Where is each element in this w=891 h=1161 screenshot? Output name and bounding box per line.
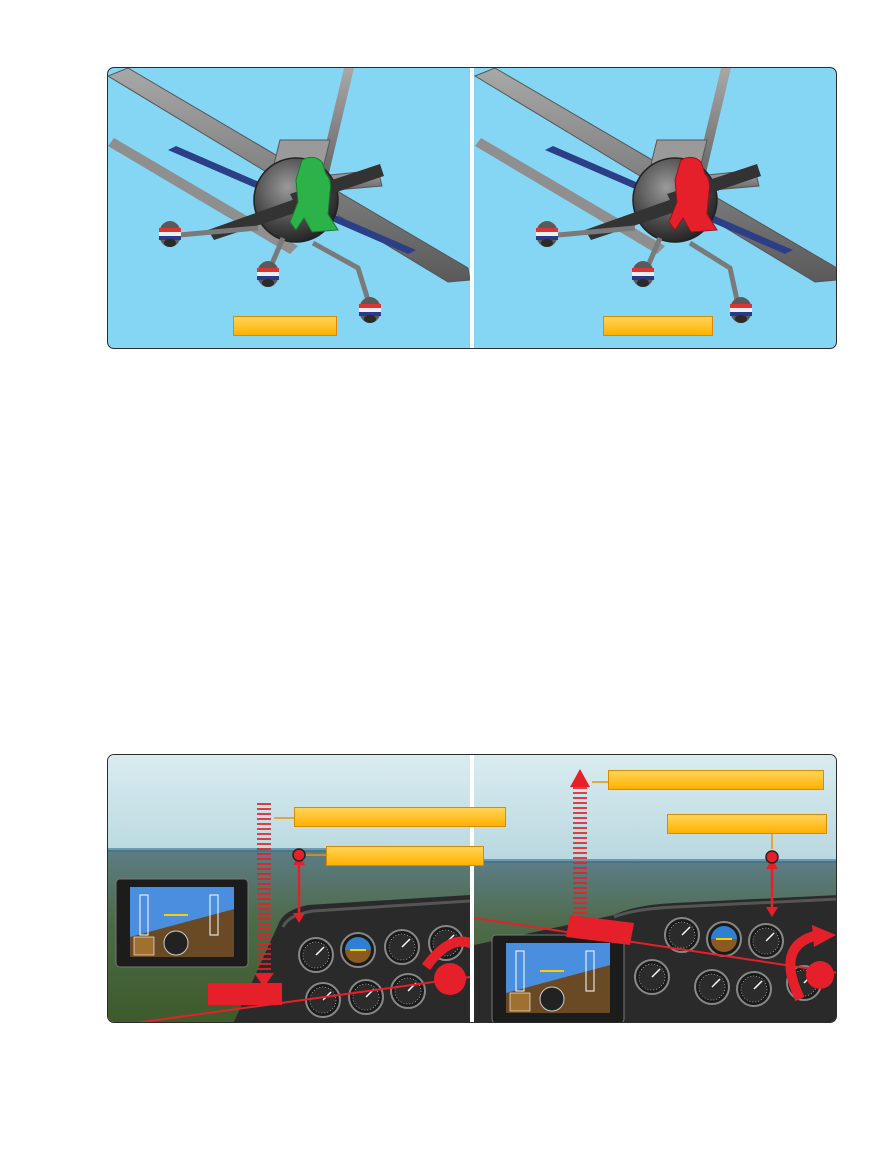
- cockpit-left-panel: [108, 755, 496, 1022]
- airplane-left-panel: [108, 68, 471, 323]
- cockpit-right-panel: [473, 755, 836, 1022]
- pilot-seated-red-icon: [668, 156, 718, 233]
- descending-arrow-icon: [254, 803, 274, 987]
- cockpit-views: [108, 755, 836, 1022]
- roll-arrow-icon: [785, 930, 820, 1002]
- panel-divider: [470, 68, 474, 348]
- airplane-front-views: [108, 68, 836, 323]
- pfd-display-icon: [115, 878, 249, 968]
- pfd-display-icon: [491, 934, 625, 1022]
- altitude-gap-arrow-icon: [766, 859, 778, 917]
- panel-divider: [470, 755, 474, 1022]
- label-right-lower: [667, 814, 827, 834]
- reference-point-icon: [292, 848, 306, 862]
- reference-point-icon: [765, 850, 779, 864]
- label-right: [603, 316, 713, 336]
- pilot-seated-green-icon: [289, 156, 339, 233]
- climbing-arrow-icon: [570, 769, 590, 917]
- label-left-upper: [294, 807, 506, 827]
- airplane-view-figure: [107, 67, 837, 349]
- cockpit-view-figure: [107, 754, 837, 1023]
- label-left-lower: [326, 846, 484, 866]
- airplane-right-panel: [473, 68, 836, 323]
- label-left: [233, 316, 337, 336]
- label-right-upper: [608, 770, 824, 790]
